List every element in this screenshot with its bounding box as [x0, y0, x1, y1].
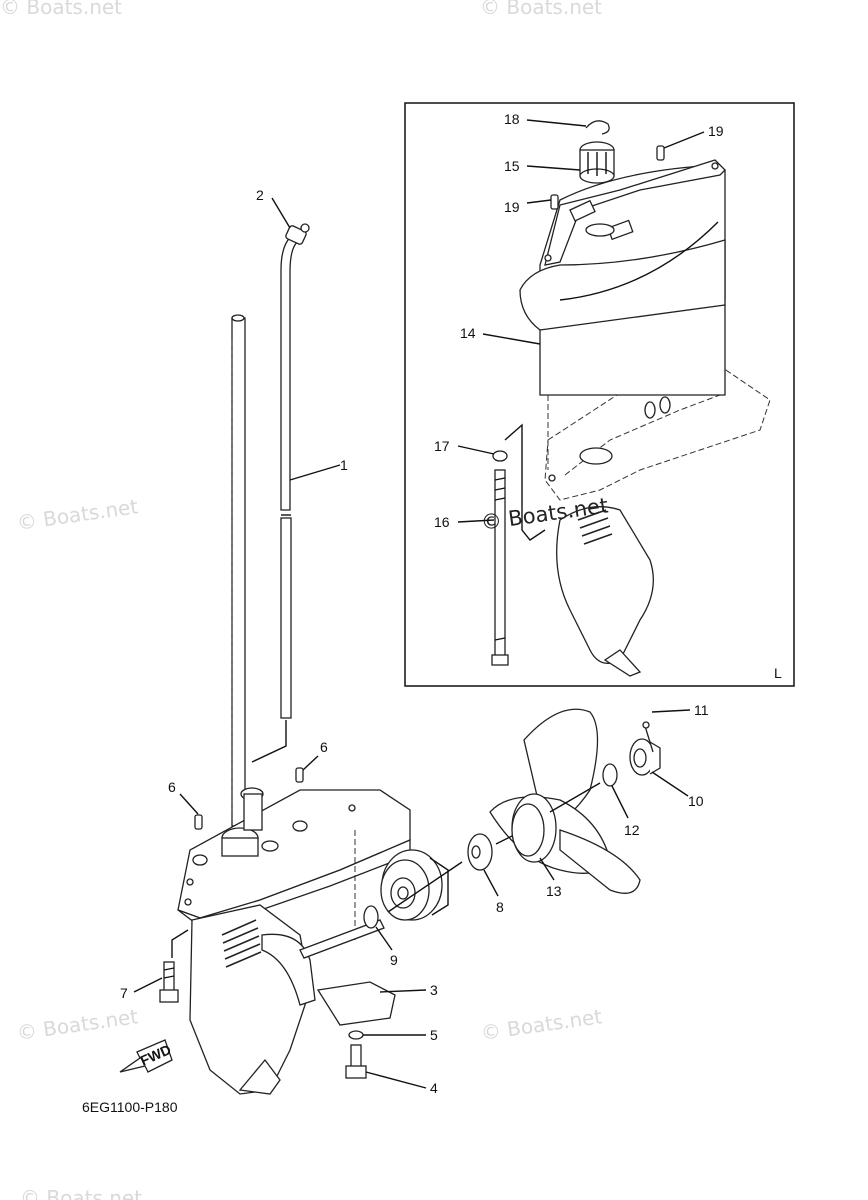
lower-casing-part: [177, 787, 411, 1095]
callout-8: 8: [496, 899, 504, 915]
callout-6-right: 6: [320, 739, 328, 755]
forward-arrow: FWD: [119, 1039, 173, 1073]
spacer-part: [467, 833, 493, 871]
callout-12: 12: [624, 822, 640, 838]
callout-1: 1: [340, 457, 348, 473]
inset-ghost-casing: [544, 365, 771, 677]
cotter-pin-part: [642, 721, 654, 753]
callout-16: 16: [434, 514, 450, 530]
callout-17: 17: [434, 438, 450, 454]
bolt-part: [345, 1044, 367, 1079]
drive-shaft-part: [231, 314, 246, 827]
gasket-outline: [504, 423, 546, 541]
callout-19-left: 19: [504, 199, 520, 215]
washer-part: [492, 450, 508, 462]
watermark: © Boats.net: [0, 0, 122, 19]
circlip-part: [585, 120, 610, 135]
bolt-part: [159, 961, 179, 1003]
callout-11: 11: [694, 702, 709, 718]
propeller-part: [489, 708, 641, 894]
callout-5: 5: [430, 1027, 438, 1043]
washer-part: [602, 763, 618, 787]
watermark: © Boats.net: [479, 1004, 603, 1045]
bushing-part: [579, 141, 615, 184]
grommet-part: [285, 223, 310, 245]
propeller-shaft-part: [299, 919, 385, 959]
propeller-nut-part: [629, 738, 661, 776]
watermark: © Boats.net: [15, 1004, 139, 1045]
watermark: © Boats.net: [480, 0, 602, 19]
dowel-pin-part: [194, 767, 304, 830]
dowel-pin-part: [550, 145, 665, 210]
watermark: © Boats.net: [20, 1186, 142, 1200]
washer-part: [348, 1030, 364, 1040]
washer-part: [363, 905, 379, 929]
anode-part: [316, 981, 396, 1026]
oil-seal-housing-part: [380, 849, 449, 921]
callout-19-right: 19: [708, 123, 724, 139]
callout-13: 13: [546, 883, 562, 899]
callout-3: 3: [430, 982, 438, 998]
shift-rod-part: [280, 231, 301, 719]
upper-casing-part: [519, 159, 726, 396]
inset-tag: L: [774, 665, 782, 681]
callout-4: 4: [430, 1080, 438, 1096]
diagram-code: 6EG1100-P180: [82, 1099, 178, 1115]
callout-9: 9: [390, 952, 398, 968]
callout-7: 7: [120, 985, 128, 1001]
inset-frame: [404, 102, 795, 687]
callout-18: 18: [504, 111, 520, 127]
watermark: © Boats.net: [15, 494, 139, 535]
callout-15: 15: [504, 158, 520, 174]
callout-14: 14: [460, 325, 476, 341]
callout-6-left: 6: [168, 779, 176, 795]
callout-10: 10: [688, 793, 704, 809]
callout-2: 2: [256, 187, 264, 203]
stud-bolt-part: [491, 469, 509, 666]
